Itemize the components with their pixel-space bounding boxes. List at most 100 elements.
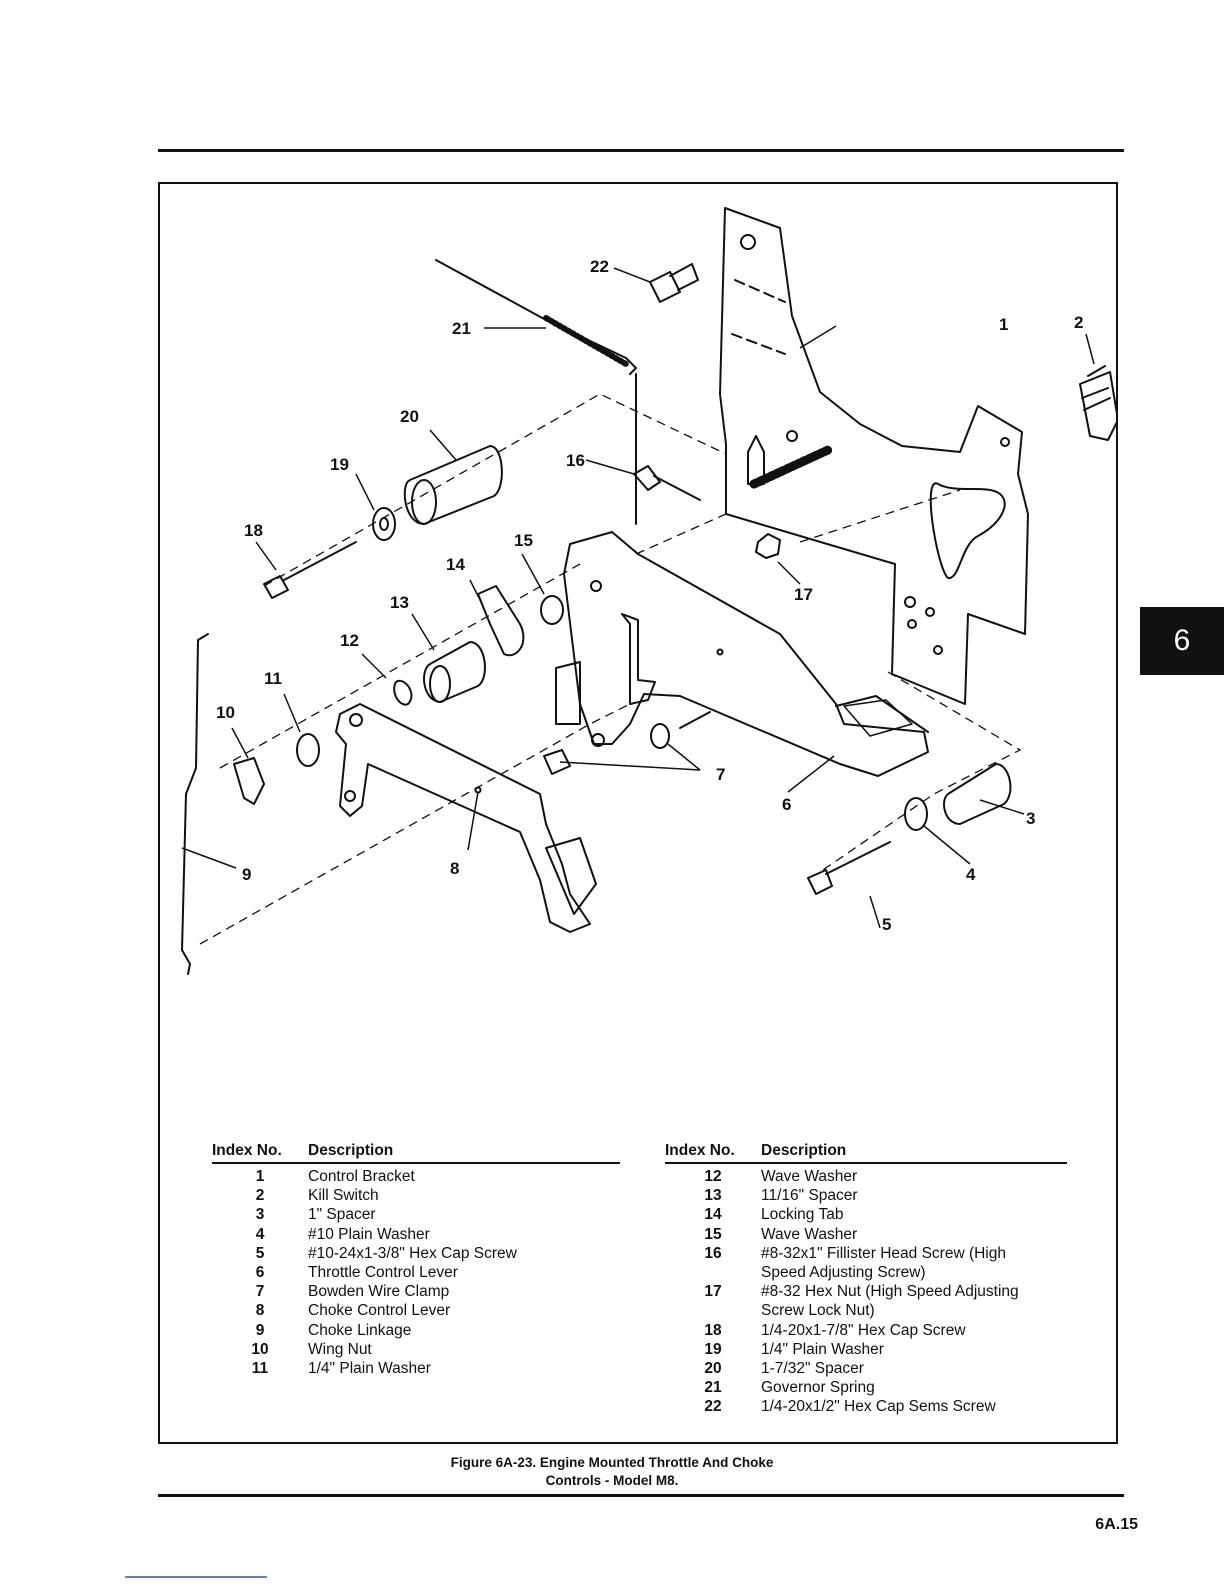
callout-12: 12 [340,631,359,650]
legend-index: 5 [255,1244,265,1262]
callout-1: 1 [999,315,1008,334]
kill-switch [1079,371,1116,441]
legend-row: 17 #8-32 Hex Nut (High Speed Adjusting [665,1282,1067,1301]
hex-nut [755,533,781,559]
figure-caption-line-2: Controls - Model M8. [545,1473,679,1488]
legend-header-index: Index No. [665,1142,735,1159]
legend-index: 22 [704,1398,722,1416]
callout-6: 6 [782,795,791,814]
legend-row: 9 Choke Linkage [212,1321,620,1340]
legend-description: Wave Washer [761,1168,858,1185]
wing-nut [233,757,265,805]
legend-index: 10 [251,1340,269,1358]
callout-5: 5 [882,915,891,934]
plain-washer-19 [372,507,396,541]
legend-index: 9 [255,1321,265,1339]
legend-index: 4 [255,1225,265,1243]
locking-tab [477,585,525,657]
legend-index: 3 [255,1206,265,1224]
legend-index: 12 [704,1168,722,1185]
legend-description: Wing Nut [308,1340,372,1358]
legend-header-description: Description [761,1142,847,1159]
legend-index-blank [665,1301,761,1320]
exploded-parts-diagram: 1 2 3 4 5 6 7 8 9 10 11 12 13 14 15 16 1… [181,207,1116,975]
legend-row: 6 Throttle Control Lever [212,1263,620,1282]
top-rule [158,149,1124,152]
legend-description: 1" Spacer [308,1206,376,1224]
figure-caption: Figure 6A-23. Engine Mounted Throttle An… [0,1454,1224,1490]
hex-cap-sems-screw [649,263,699,303]
legend-index: 18 [704,1321,722,1339]
legend-description: #8-32x1" Fillister Head Screw (High [761,1244,1006,1262]
legend-description: Kill Switch [308,1187,379,1205]
callout-18: 18 [244,521,263,540]
legend-description: #8-32 Hex Nut (High Speed Adjusting [761,1283,1019,1301]
legend-row-continuation: Speed Adjusting Screw) [665,1263,1067,1282]
callout-10: 10 [216,703,235,722]
callout-19: 19 [330,455,349,474]
legend-row: 5 #10-24x1-3/8" Hex Cap Screw [212,1244,620,1263]
legend-description-continuation: Speed Adjusting Screw) [761,1264,926,1282]
section-tab: 6 [1140,607,1224,675]
legend-row: 14 Locking Tab [665,1205,1067,1224]
governor-spring [435,259,637,375]
wave-washer-12 [393,679,413,706]
figure-frame: 1 2 3 4 5 6 7 8 9 10 11 12 13 14 15 16 1… [158,182,1118,1444]
spacer-13 [423,641,486,703]
legend-description-continuation: Screw Lock Nut) [761,1302,875,1320]
choke-control-lever [335,703,591,933]
legend-index: 14 [704,1206,722,1224]
legend-description: 1-7/32" Spacer [761,1360,864,1378]
callout-20: 20 [400,407,419,426]
legend-description: Locking Tab [761,1206,844,1224]
hex-cap-screw-18 [263,541,357,599]
legend-description: Choke Linkage [308,1321,412,1339]
legend-index: 16 [704,1244,722,1262]
callout-11: 11 [264,669,282,688]
bottom-rule [158,1494,1124,1497]
legend-row: 4 #10 Plain Washer [212,1225,620,1244]
legend-description: Control Bracket [308,1168,415,1185]
legend-description: 1/4" Plain Washer [308,1360,431,1378]
legend-index: 7 [255,1283,265,1301]
choke-linkage [181,633,209,975]
legend-description: Governor Spring [761,1379,875,1397]
legend-index: 2 [255,1187,265,1205]
callout-4: 4 [966,865,976,884]
callout-13: 13 [390,593,409,612]
legend-index: 13 [704,1187,722,1205]
legend-header: Index No. Description [212,1142,620,1164]
legend-row: 16 #8-32x1" Fillister Head Screw (High [665,1244,1067,1263]
legend-row: 3 1" Spacer [212,1205,620,1224]
link-underline [125,1576,267,1578]
legend-index: 17 [704,1283,722,1301]
legend-description: Wave Washer [761,1225,858,1243]
callout-15: 15 [514,531,533,550]
figure-caption-line-1: Figure 6A-23. Engine Mounted Throttle An… [450,1455,774,1470]
legend-row: 7 Bowden Wire Clamp [212,1282,620,1301]
fillister-head-screw [633,465,701,501]
callout-8: 8 [450,859,459,878]
legend-header-description: Description [308,1142,394,1159]
legend-index-blank [665,1263,761,1282]
legend-description: Bowden Wire Clamp [308,1283,450,1301]
legend-index: 6 [255,1264,265,1282]
legend-description: #10-24x1-3/8" Hex Cap Screw [308,1244,517,1262]
spacer-20 [403,445,503,525]
legend-index: 11 [251,1360,269,1378]
callout-21: 21 [452,319,471,338]
legend-description: #10 Plain Washer [308,1225,430,1243]
legend-description: Choke Control Lever [308,1302,451,1320]
plain-washer-11 [296,733,320,767]
legend-row: 11 1/4" Plain Washer [212,1359,620,1378]
legend-description: 1/4-20x1-7/8" Hex Cap Screw [761,1321,966,1339]
legend-index: 8 [255,1302,265,1320]
callout-2: 2 [1074,313,1083,332]
legend-row: 2 Kill Switch [212,1186,620,1205]
legend-description: Throttle Control Lever [308,1264,458,1282]
